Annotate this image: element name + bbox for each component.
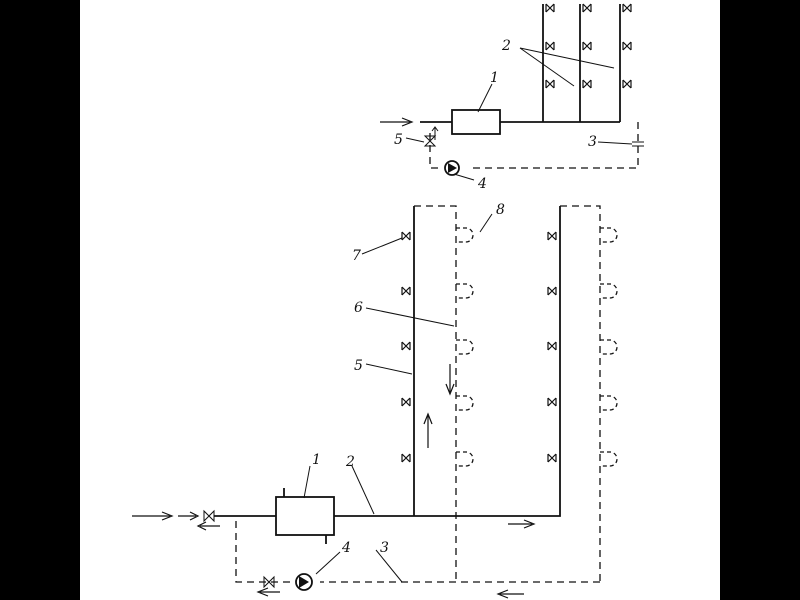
lower-circulation-down-arrow (445, 364, 455, 396)
upper-tap-icon (545, 41, 555, 51)
upper-return-to-valve (429, 132, 438, 169)
upper-pump-icon (444, 160, 460, 176)
lower-heater-box (275, 496, 335, 536)
lower-leader-7 (361, 237, 403, 255)
upper-tap-icon (582, 3, 592, 13)
lower-leader-5 (365, 363, 413, 375)
lower-return-to-inlet (235, 516, 290, 583)
towel-dryer-icon (455, 227, 474, 243)
upper-leader-3 (597, 141, 633, 145)
lower-tap-icon (547, 286, 557, 296)
upper-leader-2a (519, 47, 615, 69)
lower-leader-4 (315, 551, 341, 575)
lower-tap-icon (547, 231, 557, 241)
lower-label-riser: 5 (354, 358, 363, 374)
towel-dryer-icon (599, 227, 618, 243)
lower-riser-up-arrow (423, 412, 433, 448)
lower-main-flow-arrow (508, 519, 536, 529)
towel-dryer-icon (599, 395, 618, 411)
upper-label-return: 3 (588, 134, 597, 150)
diagram-sheet: 1 2 3 4 5 (80, 0, 720, 600)
upper-inlet-arrow (380, 117, 414, 127)
upper-label-pump: 4 (477, 176, 487, 192)
upper-leader-5 (405, 137, 425, 143)
lower-return-arrow-2 (256, 587, 280, 597)
upper-label-valve: 5 (394, 132, 403, 148)
lower-supply-main (334, 206, 561, 517)
upper-tap-icon (582, 41, 592, 51)
upper-tap-icon (622, 41, 632, 51)
lower-label-circulation-riser: 6 (354, 300, 363, 316)
lower-tap-icon (401, 341, 411, 351)
upper-tap-icon (545, 3, 555, 13)
lower-tap-icon (401, 397, 411, 407)
lower-tap-icon (547, 341, 557, 351)
upper-return-line (470, 122, 639, 169)
lower-tap-icon (401, 286, 411, 296)
towel-dryer-icon (599, 283, 618, 299)
lower-label-heater: 1 (312, 452, 321, 468)
lower-tap-icon (547, 397, 557, 407)
towel-dryer-icon (455, 283, 474, 299)
lower-leader-3 (375, 549, 403, 583)
lower-tap-icon (401, 231, 411, 241)
lower-label-towel-dryer: 8 (496, 202, 505, 218)
upper-leader-2b (519, 47, 575, 87)
upper-heater-box (451, 109, 501, 135)
towel-dryer-icon (455, 395, 474, 411)
towel-dryer-icon (599, 339, 618, 355)
lower-leader-8 (479, 213, 493, 233)
upper-tap-icon (622, 3, 632, 13)
lower-leader-1 (303, 465, 311, 499)
lower-circulation-riser-2 (560, 205, 601, 582)
lower-inlet-arrow-small (196, 521, 220, 531)
lower-scheme: 1 2 3 4 5 6 7 8 (132, 202, 618, 599)
lower-return-valve-icon (263, 575, 275, 589)
lower-return-arrow (496, 589, 524, 599)
lower-leader-6 (365, 307, 455, 327)
upper-tap-icon (622, 79, 632, 89)
upper-valve-icon (423, 126, 439, 147)
lower-label-return-main: 3 (380, 540, 389, 556)
lower-tap-icon (547, 453, 557, 463)
upper-tap-icon (545, 79, 555, 89)
hot-water-supply-diagram: 1 2 3 4 5 (132, 3, 644, 599)
upper-leader-4 (453, 173, 475, 181)
lower-label-supply-main: 2 (345, 454, 355, 470)
lower-label-pump: 4 (341, 540, 351, 556)
upper-tap-icon (582, 79, 592, 89)
lower-pump-icon (295, 573, 313, 591)
upper-label-risers: 2 (501, 38, 511, 54)
lower-inlet-valve-icon (203, 509, 215, 523)
upper-label-heater: 1 (490, 70, 499, 86)
towel-dryer-icon (455, 339, 474, 355)
lower-leader-2 (351, 465, 375, 515)
lower-circulation-riser-1 (414, 205, 457, 582)
lower-tap-icon (401, 453, 411, 463)
upper-scheme: 1 2 3 4 5 (380, 3, 644, 192)
lower-label-tap: 7 (352, 248, 361, 264)
upper-leader-1 (477, 83, 493, 113)
lower-inlet-arrow (132, 511, 174, 521)
towel-dryer-icon (599, 451, 618, 467)
towel-dryer-icon (455, 451, 474, 467)
lower-inlet-arrow-2 (178, 511, 200, 521)
